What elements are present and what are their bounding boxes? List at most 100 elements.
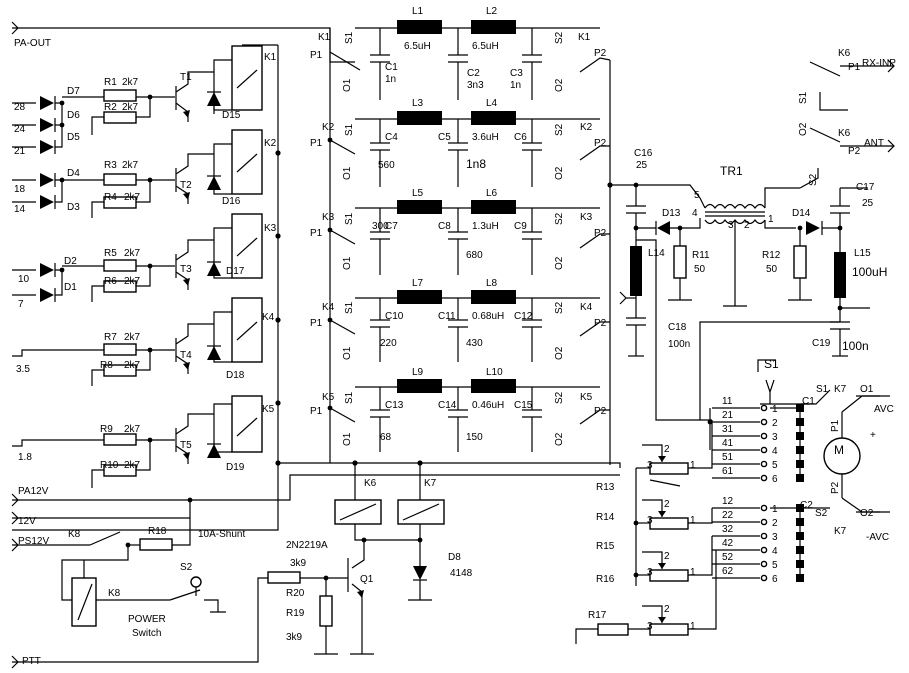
c2-switch-label: C2 xyxy=(800,500,813,511)
pos-31: 31 xyxy=(722,424,734,435)
c10-label: C10 xyxy=(385,311,404,322)
pa-out-label: PA-OUT xyxy=(14,38,51,49)
row1-pos-4: 4 xyxy=(772,446,778,457)
s2-label-2: S2 xyxy=(554,123,565,136)
r6-label: R6 xyxy=(104,276,117,287)
r9-value: 2k7 xyxy=(124,424,141,435)
k7-label-top: K7 xyxy=(834,384,847,395)
r12-value: 50 xyxy=(766,264,778,275)
pot2-pin3: 3 xyxy=(647,515,653,526)
l6-label: L6 xyxy=(486,188,498,199)
r1-label: R1 xyxy=(104,77,117,88)
ptt-label: PTT xyxy=(22,656,41,667)
l10-value: 0.46uH xyxy=(472,400,504,411)
k1-contact-label-right: K1 xyxy=(578,32,591,43)
d13-label: D13 xyxy=(662,208,681,219)
o1-label-3: O1 xyxy=(342,256,353,270)
row2-pos-1: 1 xyxy=(772,504,778,515)
ps12v-label: PS12V xyxy=(18,536,49,547)
r2-label: R2 xyxy=(104,102,117,113)
c4-label: C4 xyxy=(385,132,398,143)
r13-label: R13 xyxy=(596,482,615,493)
k1-label: K1 xyxy=(264,52,277,63)
d4-label: D4 xyxy=(67,168,80,179)
l15-value: 100uH xyxy=(852,265,887,279)
r16-label: R16 xyxy=(596,574,615,585)
r8-label: R8 xyxy=(100,360,113,371)
pot4-pin1: 1 xyxy=(690,621,696,632)
r8-value: 2k7 xyxy=(124,360,141,371)
l1-value: 6.5uH xyxy=(404,41,431,52)
d2-label: D2 xyxy=(64,256,77,267)
c14-value: 150 xyxy=(466,432,483,443)
c2-value: 3n3 xyxy=(467,80,484,91)
r19-label: R19 xyxy=(286,608,305,619)
tr1-pin-3: 3 xyxy=(728,220,734,231)
filter-row-2: L3 L4 3.6uH C4 560 C5 1n8 C6 K2 K2 P1 P2… xyxy=(310,98,610,187)
k6-coil-label: K6 xyxy=(364,478,377,489)
o2-label-4: O2 xyxy=(554,346,565,360)
pos-32: 32 xyxy=(722,524,734,535)
filter-row-4: L7 L8 0.68uH C10 220 C11 430 C12 K4 K4 P… xyxy=(310,278,610,362)
pos-62: 62 xyxy=(722,566,734,577)
pos-11: 11 xyxy=(722,396,733,407)
band-24-label: 24 xyxy=(14,124,26,135)
c14-label: C14 xyxy=(438,400,457,411)
band-28-label: 28 xyxy=(14,102,26,113)
driver-stage-5: 1.8 R9 2k7 R10 2k7 T5 K5 D19 xyxy=(12,395,275,488)
p1-label-2: P1 xyxy=(310,138,323,149)
o1-label-2: O1 xyxy=(342,166,353,180)
r6-value: 2k7 xyxy=(124,276,141,287)
k2-contact-label: K2 xyxy=(322,122,335,133)
power-label: POWER xyxy=(128,614,166,625)
pos-21: 21 xyxy=(722,410,734,421)
o2-label-2: O2 xyxy=(554,166,565,180)
k3-contact-label: K3 xyxy=(322,212,335,223)
o1-label-meter: O1 xyxy=(860,384,874,395)
meter-s2-label: S2 xyxy=(815,508,828,519)
k7-coil-label: K7 xyxy=(424,478,437,489)
band-14-label: 14 xyxy=(14,204,26,215)
calibration-pots: R13 R14 R15 R16 R17 3 2 1 3 2 1 3 2 1 3 … xyxy=(575,420,717,644)
driver-stage-2: D4 D3 18 14 R3 2k7 R4 2k7 T2 K2 D16 xyxy=(12,129,277,218)
o1-label: O1 xyxy=(342,78,353,92)
s1-label-5: S1 xyxy=(344,391,355,404)
c5-label: C5 xyxy=(438,132,451,143)
d1-label: D1 xyxy=(64,282,77,293)
c4-value: 560 xyxy=(378,160,395,171)
s2-label-4: S2 xyxy=(554,301,565,314)
driver-stage-3: D2 D1 10 7 R5 2k7 R6 2k7 T3 K3 D17 xyxy=(12,213,277,310)
c1-switch-label: C1 xyxy=(802,396,815,407)
r20-value: 3k9 xyxy=(290,558,307,569)
p2-label-2: P2 xyxy=(594,138,607,149)
d5-label: D5 xyxy=(67,132,80,143)
r9-label: R9 xyxy=(100,424,113,435)
k3-label: K3 xyxy=(264,223,277,234)
c7-value: 300 xyxy=(372,221,389,232)
k2-label: K2 xyxy=(264,138,277,149)
l9-label: L9 xyxy=(412,367,424,378)
k5-contact-label: K5 xyxy=(322,392,335,403)
p1-label-4: P1 xyxy=(310,318,323,329)
row2-pos-6: 6 xyxy=(772,574,778,585)
p2-label-3: P2 xyxy=(594,228,607,239)
k6-s1-label: S1 xyxy=(798,91,809,104)
k4-contact-label: K4 xyxy=(322,302,335,313)
o1-label-5: O1 xyxy=(342,432,353,446)
l7-label: L7 xyxy=(412,278,424,289)
l2-value: 6.5uH xyxy=(472,41,499,52)
row2-pos-4: 4 xyxy=(772,546,778,557)
r20-label: R20 xyxy=(286,588,305,599)
t4-label: T4 xyxy=(180,350,192,361)
c18-value: 100n xyxy=(668,339,690,350)
r7-label: R7 xyxy=(104,332,117,343)
k8-relay-label: K8 xyxy=(108,588,121,599)
k8-switch-label: K8 xyxy=(68,529,81,540)
k4-label: K4 xyxy=(262,312,275,323)
l8-value: 0.68uH xyxy=(472,311,504,322)
p2-label-5: P2 xyxy=(594,406,607,417)
swr-bridge: C16 25 TR1 C17 25 D13 D14 L14 L15 100uH … xyxy=(610,148,887,421)
r12-label: R12 xyxy=(762,250,781,261)
pos-51: 51 xyxy=(722,452,734,463)
d18-label: D18 xyxy=(226,370,245,381)
